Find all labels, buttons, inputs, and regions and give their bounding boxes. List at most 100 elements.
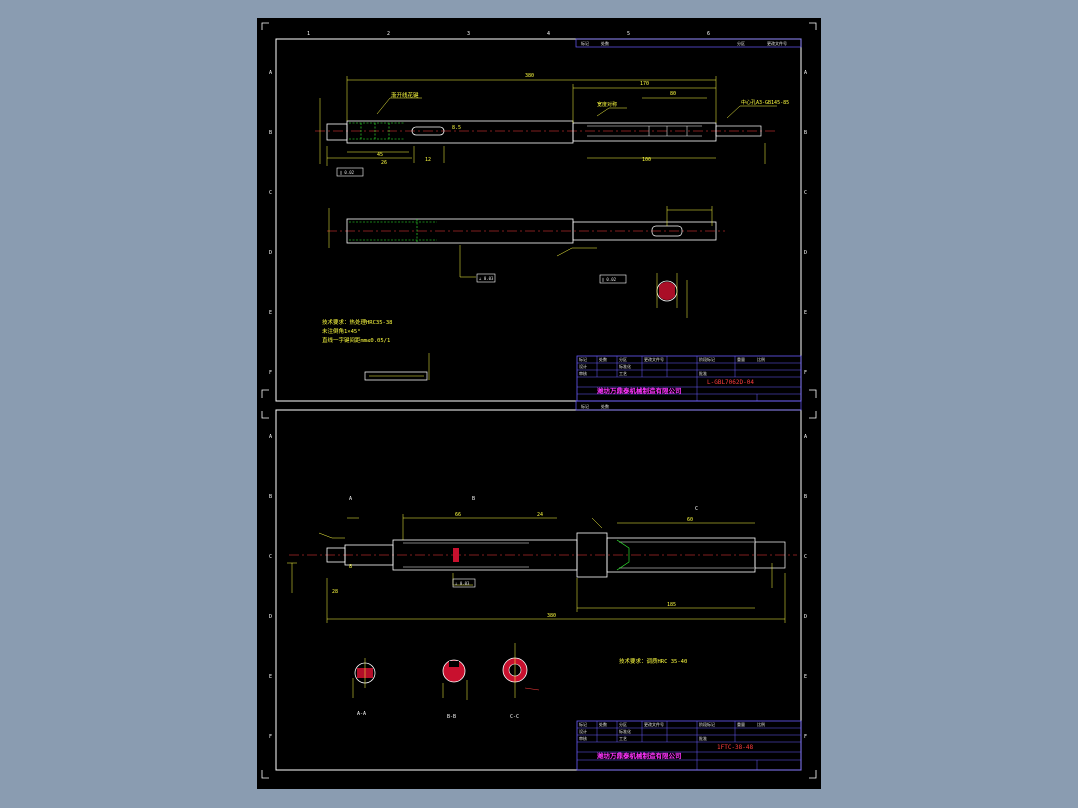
company-name-1: 潍坊万鼎泰机械制造有限公司 — [597, 386, 682, 395]
zone-col-6: 6 — [707, 31, 710, 37]
dim-slot-depth: 8.5 — [452, 125, 461, 131]
zone-row-d-right: D — [804, 250, 807, 256]
tb2-label-approve: 批准 — [699, 735, 707, 741]
revision-strip-bottom — [575, 400, 802, 411]
dim2-bore-length: 185 — [667, 602, 676, 608]
tb2-label-mark: 标记 — [579, 721, 587, 727]
zone2-row-b-right: B — [804, 494, 807, 500]
view-label-b: B — [472, 496, 475, 502]
dim-key-length: 80 — [670, 91, 676, 97]
tech-note-1-line-2: 未注倒角1×45° — [322, 327, 361, 335]
tech-note-1-line-3: 直线一字键间距mm≤0.05/1 — [322, 336, 390, 344]
zone-row-b-left: B — [269, 130, 272, 136]
tb2-label-weight: 重量 — [737, 721, 745, 727]
zone2-row-a-left: A — [269, 434, 272, 440]
tb2-label-review: 审核 — [579, 735, 587, 741]
tolerance-frame-2-text: ⊥ 0.03 — [479, 276, 494, 281]
revision-label-top-4: 更改文件号 — [767, 40, 787, 46]
tb1-label-change: 更改文件号 — [644, 356, 664, 362]
tolerance-frame-4 — [452, 578, 476, 588]
cad-drawing[interactable]: 标记 处数 分区 更改文件号 A B C D E F A B C D E F 1… — [257, 18, 821, 789]
tech-note-2: 技术要求：调质HRC 35-40 — [619, 657, 687, 665]
zone2-row-a-right: A — [804, 434, 807, 440]
dim-spline-length: 170 — [640, 81, 649, 87]
shaft-1-second-view[interactable] — [327, 206, 725, 278]
dim2-neck: 28 — [332, 589, 338, 595]
trim-marks — [261, 22, 817, 779]
zone-row-a-right: A — [804, 70, 807, 76]
revision-label-top-2: 处数 — [601, 40, 609, 46]
label-spline-note: 渐开线花键 — [391, 91, 419, 99]
tolerance-frame-3 — [599, 274, 627, 284]
zone-labels-bottom: A B C D E F A B C D E F — [269, 434, 807, 740]
drawing-number-2: 1FTC-38-48 — [717, 744, 754, 751]
zone2-row-b-left: B — [269, 494, 272, 500]
tolerance-frame-4-text: ⊥ 0.03 — [455, 581, 470, 586]
zone2-row-e-left: E — [269, 674, 272, 680]
tb1-label-approve: 批准 — [699, 370, 707, 376]
tb2-label-zone: 分区 — [619, 721, 627, 727]
zone2-row-f-left: F — [269, 734, 272, 740]
drawing-number-1: L-GBL7062D-04 — [707, 379, 754, 386]
zone-row-c-left: C — [269, 190, 272, 196]
shaft-1-main-view[interactable] — [315, 120, 775, 144]
drawing-sheet[interactable]: 标记 处数 分区 更改文件号 A B C D E F A B C D E F 1… — [257, 18, 821, 789]
company-name-2: 潍坊万鼎泰机械制造有限公司 — [597, 751, 682, 760]
dim2-bore-depth: 60 — [687, 517, 693, 523]
shaft-2-dimensions — [287, 514, 786, 623]
section-b-b[interactable] — [442, 659, 468, 700]
section-label-b-b: B-B — [447, 714, 456, 720]
zone-row-c-right: C — [804, 190, 807, 196]
tb2-label-standard: 标准化 — [619, 728, 631, 734]
zone-row-e-left: E — [269, 310, 272, 316]
tb2-label-stage: 阶段标记 — [699, 721, 715, 727]
dim-front-length: 26 — [381, 160, 387, 166]
small-chamfer-detail — [364, 353, 430, 381]
label-thread-note: 中心孔A3-GB145-85 — [741, 99, 789, 106]
shaft-1-dimensions — [319, 76, 777, 166]
zone2-row-e-right: E — [804, 674, 807, 680]
zone2-row-d-right: D — [804, 614, 807, 620]
label-width-note: 宽度对称 — [597, 101, 617, 108]
tolerance-frame-1 — [336, 167, 364, 177]
revision-label-top-3: 分区 — [737, 40, 745, 46]
tech-note-1-line-1: 技术要求：热处理HRC35-38 — [322, 318, 393, 326]
tb1-label-standard: 标准化 — [619, 363, 631, 369]
section-a-a[interactable] — [352, 658, 376, 698]
tb2-label-process: 工艺 — [619, 736, 627, 741]
dim2-shoulder: 24 — [537, 512, 543, 518]
tb1-label-mark: 标记 — [579, 356, 587, 362]
zone-col-2: 2 — [387, 31, 390, 37]
shaft-2-main-view[interactable] — [289, 532, 797, 578]
tb2-label-change: 更改文件号 — [644, 721, 664, 727]
title-block-2[interactable]: 标记 处数 分区 更改文件号 设计 标准化 阶段标记 重量 比例 审核 工艺 批… — [576, 720, 802, 771]
shaft-1-dim-text: 380 170 80 45 12 8.5 100 26 渐开线花键 中心孔A3-… — [377, 73, 789, 166]
revision-strip-top — [575, 38, 802, 48]
revision-label-bottom: 标记 — [581, 403, 589, 409]
title-block-1[interactable]: 标记 处数 分区 更改文件号 设计 标准化 阶段标记 重量 比例 审核 工艺 批… — [576, 355, 802, 402]
zone-row-b-right: B — [804, 130, 807, 136]
section-label-c-c: C-C — [510, 714, 519, 720]
zone2-row-f-right: F — [804, 734, 807, 740]
section-c-c[interactable] — [502, 643, 540, 698]
zone-col-4: 4 — [547, 31, 550, 37]
zone-row-d-left: D — [269, 250, 272, 256]
dim-hole-depth: 45 — [377, 152, 383, 158]
tb2-label-design: 设计 — [579, 728, 587, 734]
zone2-row-c-left: C — [269, 554, 272, 560]
zone-col-5: 5 — [627, 31, 630, 37]
dim2-step: 8 — [349, 564, 352, 570]
frame-top — [275, 38, 802, 402]
tb1-label-review: 审核 — [579, 370, 587, 376]
tb1-label-process: 工艺 — [619, 371, 627, 376]
tolerance-frame-3-text: ∥ 0.02 — [602, 277, 617, 282]
frame-bottom — [275, 409, 802, 771]
zone-labels-top: A B C D E F A B C D E F 1 2 3 4 5 6 — [269, 31, 807, 376]
section-detail-1[interactable] — [656, 273, 688, 318]
zone-col-3: 3 — [467, 31, 470, 37]
revision-label-top: 标记 — [581, 40, 589, 46]
zone-col-1: 1 — [307, 31, 310, 37]
tb1-label-scale: 比例 — [757, 356, 765, 362]
dim2-key-length: 66 — [455, 512, 461, 518]
zone-row-f-left: F — [269, 370, 272, 376]
